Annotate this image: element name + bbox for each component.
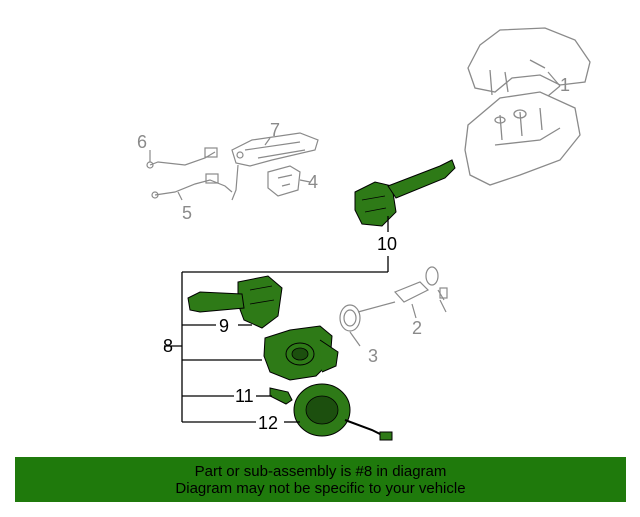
banner-line-1: Part or sub-assembly is #8 in diagram [194,462,447,480]
callout-10[interactable]: 10 [377,234,398,254]
part-1-column-cover[interactable] [464,27,591,186]
callout-2[interactable]: 2 [412,318,423,338]
leader-lines [164,216,389,423]
part-8-combination-switch[interactable] [263,325,339,381]
callout-5[interactable]: 5 [182,203,193,223]
part-12-clock-spring[interactable] [293,383,393,441]
part-9-turn-switch[interactable] [187,275,283,329]
callout-9[interactable]: 9 [219,316,230,336]
part-7-bracket[interactable] [231,132,319,201]
part-10-wiper-switch[interactable] [354,159,456,227]
callout-1[interactable]: 1 [560,75,571,95]
callout-7[interactable]: 7 [270,120,281,140]
callout-8[interactable]: 8 [163,336,174,356]
part-3-ring[interactable] [339,301,396,332]
callout-4[interactable]: 4 [308,172,319,192]
part-2-lock-cylinder[interactable] [393,266,448,313]
part-5-harness[interactable] [151,173,233,199]
info-banner: Part or sub-assembly is #8 in diagram Di… [15,457,626,502]
callout-11[interactable]: 11 [235,386,254,406]
part-11-screw[interactable] [269,387,293,405]
part-4-motor[interactable] [267,165,301,197]
callout-12[interactable]: 12 [258,413,279,433]
part-6-harness[interactable] [146,147,218,169]
callout-6[interactable]: 6 [137,132,148,152]
callout-3[interactable]: 3 [368,346,379,366]
gray-leader-lines [149,71,561,347]
banner-line-2: Diagram may not be specific to your vehi… [175,479,466,497]
